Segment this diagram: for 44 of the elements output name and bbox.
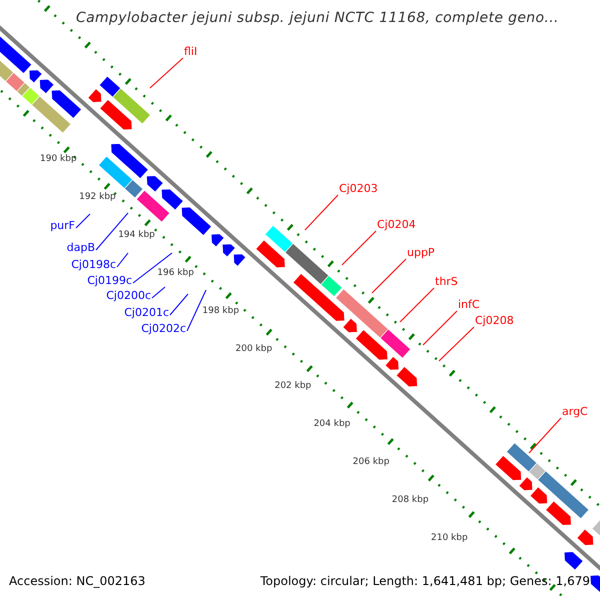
leader-line <box>422 310 458 346</box>
gene-label: Cj0199c <box>87 274 132 287</box>
tick-label: 196 kbp <box>157 268 194 279</box>
gene-label: infC <box>458 298 480 311</box>
tick-label: 194 kbp <box>118 230 155 241</box>
gene-label: dapB <box>66 241 95 254</box>
gene-label: Cj0202c <box>141 322 186 335</box>
leader-line <box>372 258 406 294</box>
leader-line <box>170 294 188 316</box>
leader-line <box>438 326 474 362</box>
tick-label: 200 kbp <box>236 344 272 354</box>
gene-label: fliI <box>184 45 198 58</box>
gene-label: Cj0200c <box>106 289 151 302</box>
gene-label: argC <box>562 405 588 418</box>
map-title: Campylobacter jejuni subsp. jejuni NCTC 11168, complete geno... <box>76 9 559 28</box>
leader-line <box>342 230 376 266</box>
leader-line <box>304 194 338 230</box>
leader-line <box>132 252 172 284</box>
gene-label: uppP <box>407 246 435 259</box>
tick-label: 198 kbp <box>202 306 240 317</box>
gene-label: Cj0208 <box>475 314 514 327</box>
tick-label: 192 kbp <box>79 192 116 203</box>
tick-label: 210 kbp <box>431 533 468 544</box>
leader-line <box>116 252 128 268</box>
leader-line <box>76 214 90 228</box>
tick-label: 204 kbp <box>314 419 350 430</box>
tick-label: 190 kbp <box>40 154 77 165</box>
accession-text: Accession: NC_002163 <box>9 574 146 589</box>
genome-stats-text: Topology: circular; Length: 1,641,481 bp; Genes: 1,679 <box>260 574 590 589</box>
leader-line <box>152 286 166 298</box>
leader-line <box>186 290 206 332</box>
leader-line <box>150 58 184 88</box>
gene-label: Cj0201c <box>124 306 169 319</box>
tick-label: 206 kbp <box>352 457 390 468</box>
leader-line <box>400 288 434 322</box>
tick-label: 202 kbp <box>274 381 312 392</box>
leader-line <box>528 418 562 454</box>
gene-label: purF <box>50 219 75 232</box>
gene-label: thrS <box>435 275 458 288</box>
leader-line <box>96 212 128 250</box>
gene-label: Cj0203 <box>339 182 378 195</box>
gene-label: Cj0204 <box>377 218 416 231</box>
tick-label: 208 kbp <box>392 495 429 506</box>
gene-label: Cj0198c <box>71 258 116 271</box>
